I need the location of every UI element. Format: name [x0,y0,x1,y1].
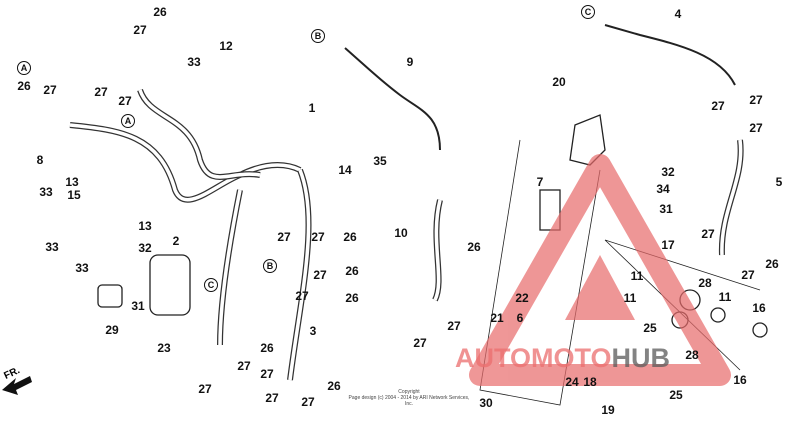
callout-C: C [581,5,595,19]
copyright-line-1: Copyright [398,389,420,395]
callout-25: 25 [643,321,657,335]
front-arrow-icon [2,376,32,395]
callout-7: 7 [536,175,544,189]
callout-27: 27 [711,99,725,113]
copyright-line-2: Page design (c) 2004 - 2014 by ARI Netwo… [348,395,470,407]
callout-15: 15 [67,188,81,202]
callout-30: 30 [479,396,493,410]
callout-27: 27 [133,23,147,37]
callout-22: 22 [515,291,529,305]
callout-27: 27 [701,227,715,241]
brake-pipe-4 [604,24,736,86]
callout-27: 27 [265,391,279,405]
callout-A: A [121,114,135,128]
callout-26: 26 [327,379,341,393]
callout-11: 11 [623,291,637,305]
callout-1: 1 [308,101,316,115]
watermark-text-2: HUB [611,343,671,373]
callout-20: 20 [552,75,566,89]
callout-27: 27 [295,289,309,303]
brake-hose-left [69,122,302,203]
brake-pipe-9 [344,47,441,151]
callout-21: 21 [490,311,504,325]
callout-18: 18 [583,375,597,389]
callout-27: 27 [447,319,461,333]
callout-14: 14 [338,163,352,177]
callout-31: 31 [659,202,673,216]
callout-B: B [311,29,325,43]
callout-27: 27 [118,94,132,108]
callout-27: 27 [311,230,325,244]
spring-part [539,189,561,231]
callout-27: 27 [741,268,755,282]
callout-34: 34 [656,182,670,196]
part-29 [97,284,123,308]
callout-16: 16 [752,301,766,315]
watermark-text-1: AUTOMOTO [455,343,612,373]
callout-27: 27 [198,382,212,396]
callout-27: 27 [313,268,327,282]
callout-32: 32 [661,165,675,179]
callout-32: 32 [138,241,152,255]
callout-29: 29 [105,323,119,337]
callout-33: 33 [39,185,53,199]
callout-35: 35 [373,154,387,168]
callout-28: 28 [698,276,712,290]
callout-26: 26 [467,240,481,254]
callout-13: 13 [138,219,152,233]
callout-27: 27 [237,359,251,373]
callout-26: 26 [765,257,779,271]
callout-33: 33 [187,55,201,69]
callout-26: 26 [345,264,359,278]
callout-5: 5 [775,175,783,189]
callout-27: 27 [277,230,291,244]
callout-9: 9 [406,55,414,69]
callout-27: 27 [43,83,57,97]
callout-4: 4 [674,7,682,21]
copyright-notice: Copyright Page design (c) 2004 - 2014 by… [346,389,472,407]
watermark-text: AUTOMOTOHUB [455,345,670,372]
callout-11: 11 [630,269,644,283]
callout-13: 13 [65,175,79,189]
callout-17: 17 [661,238,675,252]
callout-28: 28 [685,348,699,362]
callout-12: 12 [219,39,233,53]
callout-26: 26 [345,291,359,305]
callout-B: B [263,259,277,273]
watermark-logo [469,154,731,386]
caliper-part-23 [149,254,191,316]
callout-31: 31 [131,299,145,313]
callout-27: 27 [94,85,108,99]
callout-10: 10 [394,226,408,240]
callout-23: 23 [157,341,171,355]
callout-3: 3 [309,324,317,338]
callout-25: 25 [669,388,683,402]
callout-33: 33 [45,240,59,254]
callout-27: 27 [749,121,763,135]
callout-19: 19 [601,403,615,417]
callout-2: 2 [172,234,180,248]
callout-33: 33 [75,261,89,275]
callout-27: 27 [413,336,427,350]
callout-8: 8 [36,153,44,167]
callout-26: 26 [17,79,31,93]
callout-24: 24 [565,375,579,389]
callout-26: 26 [153,5,167,19]
callout-6: 6 [516,311,524,325]
callout-16: 16 [733,373,747,387]
callout-27: 27 [301,395,315,409]
callout-C: C [204,278,218,292]
callout-26: 26 [343,230,357,244]
callout-27: 27 [749,93,763,107]
callout-11: 11 [718,290,732,304]
callout-26: 26 [260,341,274,355]
callout-27: 27 [260,367,274,381]
callout-A: A [17,61,31,75]
